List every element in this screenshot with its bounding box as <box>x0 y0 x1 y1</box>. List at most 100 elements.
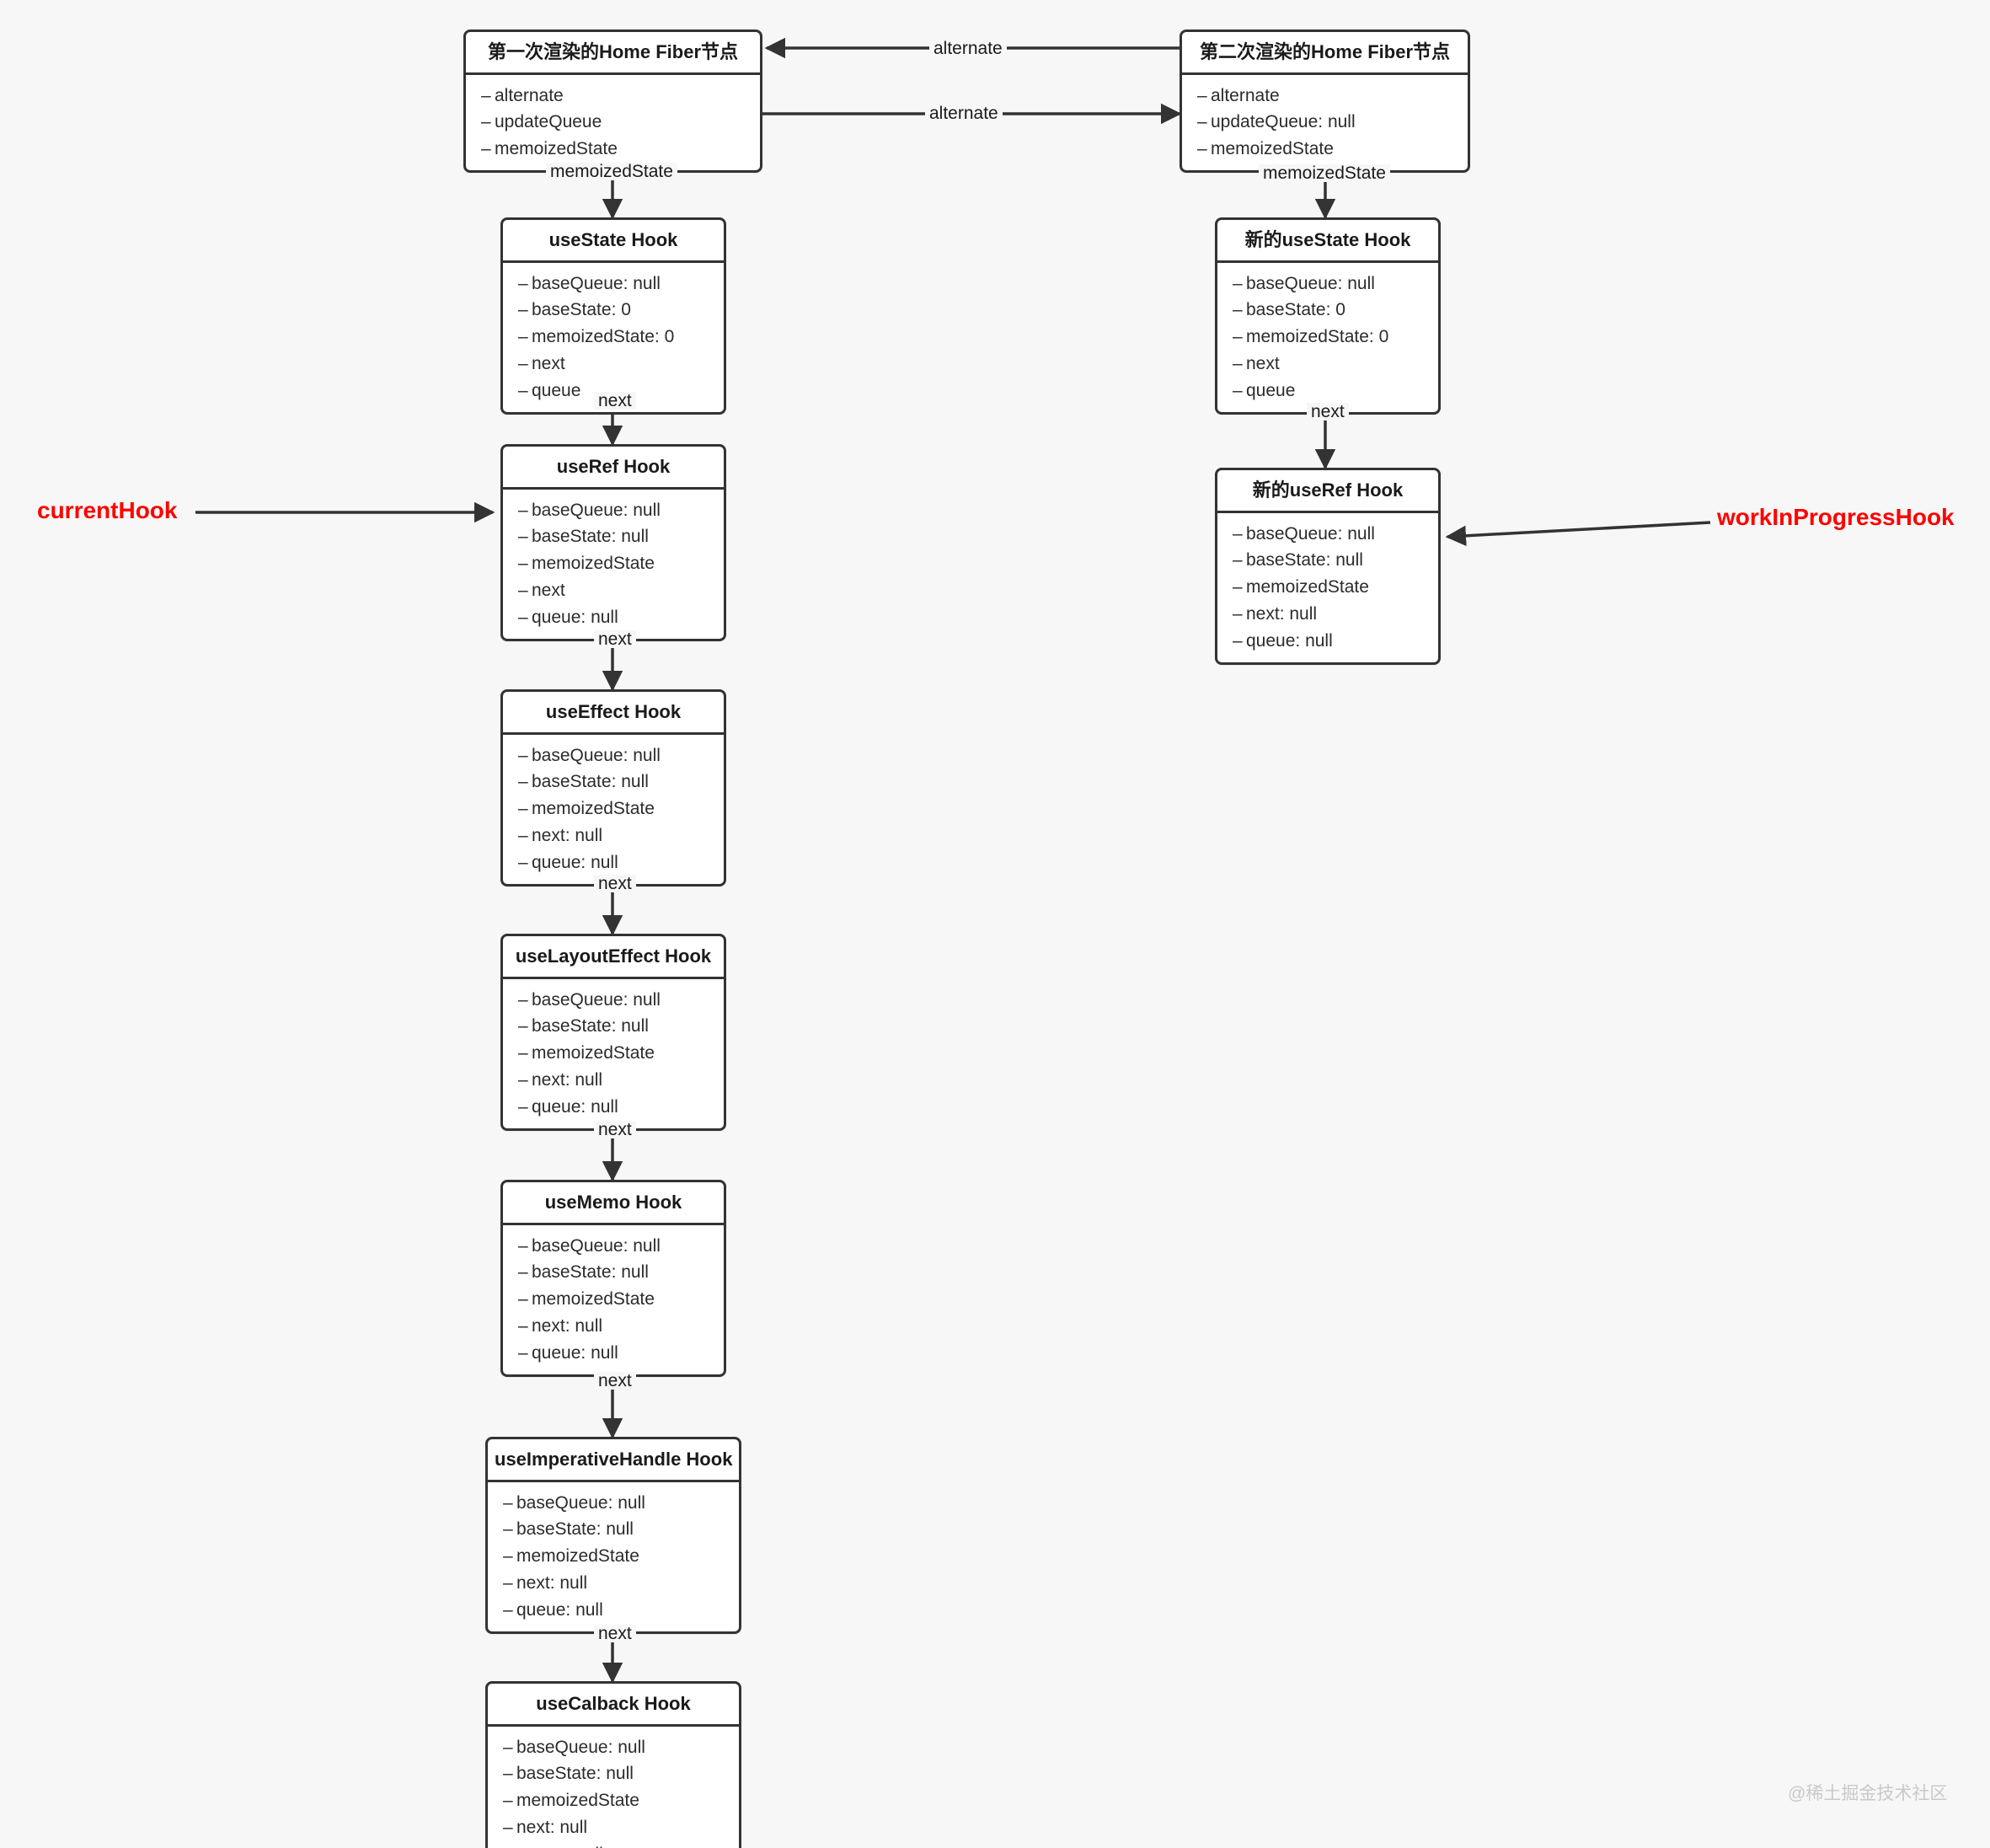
bullet-dash: – <box>518 826 528 846</box>
node-body: –baseQueue: null –baseState: null –memoi… <box>503 979 724 1129</box>
row-text: next <box>1246 354 1280 374</box>
row-text: baseQueue: null <box>532 1235 661 1256</box>
bullet-dash: – <box>518 273 528 293</box>
bullet-dash: – <box>503 1841 516 1848</box>
edge-label-next-l2: next <box>594 630 636 648</box>
node-usestate-old[interactable]: useState Hook –baseQueue: null –baseStat… <box>500 217 726 415</box>
node-useref-new[interactable]: 新的useRef Hook –baseQueue: null –baseStat… <box>1215 468 1441 666</box>
edge-label-next-l1: next <box>594 392 636 410</box>
row-text: memoizedState <box>532 799 655 819</box>
bullet-dash: – <box>518 1016 528 1036</box>
row-text: memoizedState <box>1246 577 1369 597</box>
bullet-dash: – <box>503 1737 513 1757</box>
edge-label-memoized-left: memoizedState <box>546 163 677 180</box>
node-body: –alternate –updateQueue: null –memoizedS… <box>1182 75 1468 171</box>
node-row: –queue: null <box>503 1597 739 1624</box>
node-title: useEffect Hook <box>503 692 724 735</box>
node-row: –queue: null <box>518 849 724 876</box>
node-row: –queue <box>518 378 724 404</box>
node-row: –baseState: null <box>1233 547 1438 574</box>
bullet-dash: – <box>518 772 528 792</box>
node-row: –memoizedState <box>1233 574 1438 601</box>
node-row: –memoizedState <box>518 1286 724 1313</box>
row-text: baseQueue: null <box>532 273 661 293</box>
node-body: –baseQueue: null –baseState: 0 –memoized… <box>1217 263 1438 413</box>
edge-label-alternate-bottom: alternate <box>925 104 1003 122</box>
node-row: –baseQueue: null <box>518 1233 724 1260</box>
row-text: memoizedState <box>532 554 655 574</box>
node-row: –next <box>1233 351 1438 378</box>
node-row: –queue: null <box>1233 628 1438 655</box>
node-useeffect[interactable]: useEffect Hook –baseQueue: null –baseSta… <box>500 689 726 887</box>
row-text: baseQueue: null <box>516 1492 645 1513</box>
node-row: –baseQueue: null <box>503 1490 739 1517</box>
node-uselayouteffect[interactable]: useLayoutEffect Hook –baseQueue: null –b… <box>500 934 726 1132</box>
node-title: useRef Hook <box>503 447 724 490</box>
node-body: –baseQueue: null –baseState: null –memoi… <box>503 735 724 885</box>
node-body: –baseQueue: null –baseState: null –memoi… <box>503 1225 724 1375</box>
annotation-current-hook: currentHook <box>37 497 178 523</box>
bullet-dash: – <box>503 1764 513 1784</box>
bullet-dash: – <box>518 1343 528 1363</box>
node-row: –baseState: 0 <box>1233 297 1438 324</box>
row-text: baseState: null <box>1246 550 1363 570</box>
node-usestate-new[interactable]: 新的useState Hook –baseQueue: null –baseSt… <box>1215 217 1441 415</box>
node-title: useLayoutEffect Hook <box>503 936 724 979</box>
row-text: baseState: null <box>516 1764 634 1784</box>
node-fiber-second[interactable]: 第二次渲染的Home Fiber节点 –alternate –updateQue… <box>1180 29 1470 174</box>
row-text: next <box>532 354 565 374</box>
bullet-dash: – <box>518 327 528 347</box>
row-text: queue: null <box>532 1097 618 1117</box>
bullet-dash: – <box>518 989 528 1010</box>
bullet-dash: – <box>503 1546 513 1567</box>
node-usememo[interactable]: useMemo Hook –baseQueue: null –baseState… <box>500 1180 726 1378</box>
node-title: useState Hook <box>503 220 724 263</box>
node-row: –baseQueue: null <box>518 742 724 769</box>
row-text: baseState: null <box>532 1262 649 1283</box>
node-row: –baseState: null <box>503 1516 739 1543</box>
bullet-dash: – <box>518 1043 528 1063</box>
bullet-dash: – <box>518 1316 528 1336</box>
node-row: –alternate <box>481 83 760 110</box>
node-row: –next: null <box>518 1067 724 1094</box>
node-row: –next <box>518 577 724 604</box>
node-row: –baseQueue: null <box>1233 521 1438 548</box>
row-text: alternate <box>495 85 564 105</box>
node-row: –memoizedState <box>481 136 760 163</box>
row-text: baseQueue: null <box>1246 273 1375 293</box>
node-useref-old[interactable]: useRef Hook –baseQueue: null –baseState:… <box>500 444 726 642</box>
bullet-dash: – <box>503 1818 513 1838</box>
node-useimperativehandle[interactable]: useImperativeHandle Hook –baseQueue: nul… <box>485 1437 741 1635</box>
bullet-dash: – <box>503 1573 513 1594</box>
node-row: –baseQueue: null <box>518 497 724 524</box>
row-text: next: null <box>1246 604 1318 624</box>
node-fiber-first[interactable]: 第一次渲染的Home Fiber节点 –alternate –updateQue… <box>463 29 762 174</box>
node-row: –baseState: null <box>518 1259 724 1286</box>
bullet-dash: – <box>518 1070 528 1090</box>
node-row: –baseState: null <box>503 1760 739 1787</box>
node-row: –queue: null <box>503 1841 739 1848</box>
bullet-dash: – <box>518 853 528 873</box>
edge-label-next-r1: next <box>1307 403 1349 420</box>
row-text: queue <box>1246 381 1296 401</box>
row-text: baseState: null <box>516 1519 634 1540</box>
node-row: –memoizedState <box>518 550 724 577</box>
row-text: baseQueue: null <box>532 745 661 765</box>
bullet-dash: – <box>518 527 528 547</box>
row-text: queue: null <box>516 1600 603 1620</box>
node-title: useCalback Hook <box>488 1684 739 1727</box>
node-title: 第二次渲染的Home Fiber节点 <box>1182 32 1468 75</box>
node-row: –memoizedState <box>1197 136 1468 163</box>
bullet-dash: – <box>518 381 528 401</box>
row-text: memoizedState <box>1211 139 1334 159</box>
node-title: useImperativeHandle Hook <box>488 1439 739 1482</box>
node-row: –memoizedState <box>503 1543 739 1570</box>
node-usecallback[interactable]: useCalback Hook –baseQueue: null –baseSt… <box>485 1681 741 1848</box>
row-text: baseQueue: null <box>1246 523 1375 544</box>
bullet-dash: – <box>503 1600 513 1620</box>
node-row: –queue: null <box>518 604 724 631</box>
node-body: –baseQueue: null –baseState: null –memoi… <box>503 490 724 640</box>
bullet-dash: – <box>518 1097 528 1117</box>
bullet-dash: – <box>481 139 491 159</box>
